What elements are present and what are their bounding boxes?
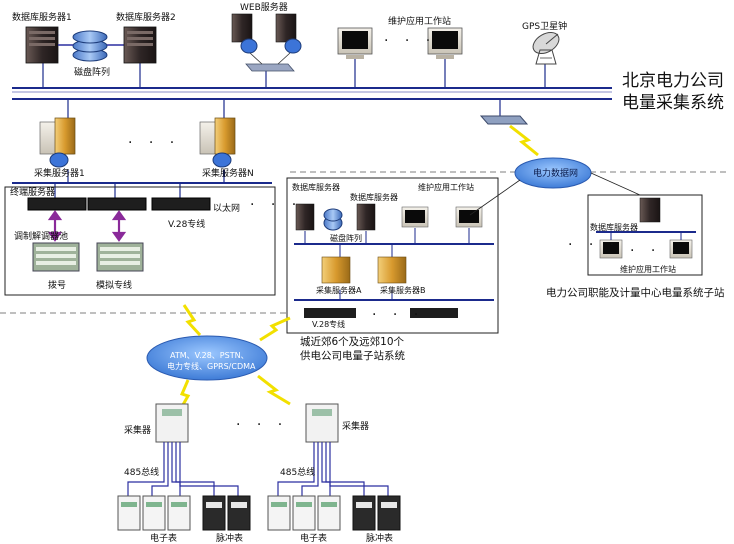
dialup-label: 拨号 [48,281,67,291]
collector-right [305,403,339,443]
ethernet-drops [54,170,225,198]
gps-satellite-dish-icon [532,32,560,65]
ellipsis-term: · · · [250,197,303,213]
emeter-left-label: 电子表 [150,534,178,544]
disk-array-label: 磁盘阵列 [74,68,111,78]
modem-pool-icon [32,242,144,272]
ellipsis-right1: · · · [568,237,621,253]
ellipsis-collectors: · · · [236,417,289,433]
collect-server1-label: 采集服务器1 [34,169,85,179]
sub-disk-array-label: 磁盘阵列 [330,234,362,243]
maint-ws-label: 维护应用工作站 [388,17,452,27]
collect-server-n [199,117,236,168]
ethernet-label: 以太网 [213,204,241,214]
bus-right-label: 485总线 [280,468,316,478]
cloud-line1: ATM、V.28、PSTN、 [170,351,249,360]
ellipsis-collect: · · · [128,135,181,151]
db-server1-label: 数据库服务器1 [12,13,72,23]
router-icon [479,115,529,125]
pulse-meters-right [352,495,401,531]
power-net-label: 电力数据网 [533,169,579,179]
collector-right-label: 采集器 [342,422,370,432]
link-line [590,172,641,196]
modem-pool-label: 调制解调器池 [14,232,69,242]
web-server-label: WEB服务器 [240,3,288,13]
rs485-bus-wires [127,442,389,496]
right-db-server-label: 数据库服务器 [590,223,638,232]
sub-db-server-label: 数据库服务器 [292,183,340,192]
link-line [469,179,521,216]
right-substation-devices [596,197,696,259]
db-server2-label: 数据库服务器2 [116,13,176,23]
ellipsis-sub: · · · [372,307,425,323]
collect-server-1 [39,117,76,168]
collect-serverN-label: 采集服务器N [202,169,254,179]
backbone-bus [12,87,612,100]
title-line2: 电量采集系统 [622,93,724,113]
bolt-icon [509,124,539,157]
collector-left-label: 采集器 [124,426,152,436]
bus-left-label: 485总线 [124,468,160,478]
suburb-substation-devices [294,203,494,318]
modem-link-arrows [47,210,127,242]
suburb-line2: 供电公司电量子站系统 [300,350,405,362]
sub-collect-b-label: 采集服务器B [380,286,426,295]
db-server-1 [25,26,59,64]
pulse-meters-left [202,495,251,531]
maint-workstation-top [337,27,463,59]
right-substation-frame [587,194,703,276]
cloud-line2: 电力专线、GPRS/CDMA [167,362,256,371]
suburb-line1: 城近郊6个及远郊10个 [300,336,405,348]
v28-line-label: V.28专线 [168,220,206,230]
web-server-icon [231,13,302,72]
pmeter-right-label: 脉冲表 [366,534,394,544]
right-station-label: 电力公司职能及计量中心电量系统子站 [546,287,725,299]
analog-line-label: 模拟专线 [96,281,133,291]
sub-collect-a-label: 采集服务器A [316,286,362,295]
terminal-server-label: 终端服务器 [10,188,56,198]
pmeter-left-label: 脉冲表 [216,534,244,544]
electronic-meters-right [267,495,341,531]
right-maint-ws-label: 维护应用工作站 [620,265,676,274]
bolt-icon [178,304,291,411]
gps-clock-label: GPS卫星钟 [522,22,568,32]
sub-v28-label: V.28专线 [312,320,346,329]
sub-maint-ws-label: 维护应用工作站 [418,183,474,192]
emeter-right-label: 电子表 [300,534,328,544]
ellipsis-top: · · · [384,33,437,49]
electronic-meters-left [117,495,191,531]
disk-array-icon [58,30,124,62]
sub-db-server2-label: 数据库服务器 [350,193,398,202]
local-collection-frame [4,186,276,296]
ellipsis-right2: · · · [630,243,683,259]
title-line1: 北京电力公司 [622,71,724,91]
terminal-servers [27,197,211,211]
db-server-2 [123,26,157,64]
collector-left [155,403,189,443]
communication-cloud [146,335,268,381]
